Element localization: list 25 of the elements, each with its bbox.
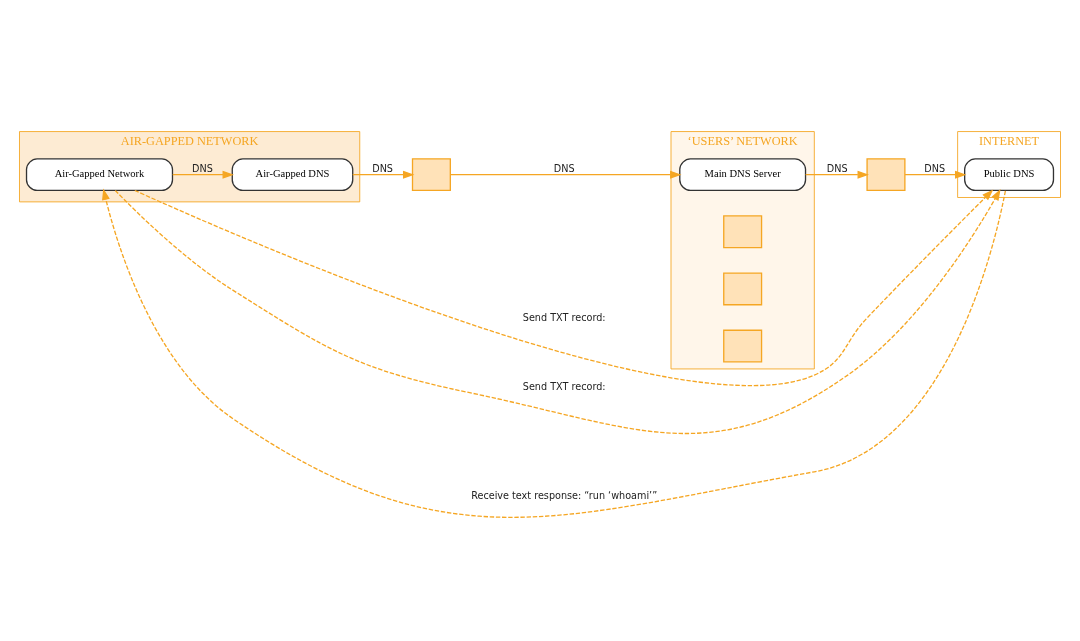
edge-label: Send TXT record: [522,311,606,323]
node-box: Public DNS [964,157,1055,191]
edge-label: Receive text response: “run ‘whoami’” [471,489,658,501]
edge-label: DNS [826,162,848,174]
node-box [723,271,763,305]
node-box [723,214,763,248]
arrow [352,170,415,179]
node-box [411,157,451,191]
node-box [866,157,906,191]
node-box: Air-Gapped Network [25,157,174,191]
edge-label: DNS [924,162,946,174]
arrow [102,188,1007,518]
edge-label: Send TXT record: [522,380,606,392]
node-box: Air-Gapped DNS [231,157,354,191]
arrow [805,170,869,179]
edge-label: DNS [553,162,575,174]
arrow [904,170,967,179]
arrow [449,170,682,179]
arrow [172,170,234,179]
arrow [134,188,994,386]
edge-label: DNS [191,162,213,174]
arrow [114,188,1001,434]
edge-label: DNS [372,162,394,174]
node-box: Main DNS Server [679,157,807,191]
node-box [723,329,763,363]
